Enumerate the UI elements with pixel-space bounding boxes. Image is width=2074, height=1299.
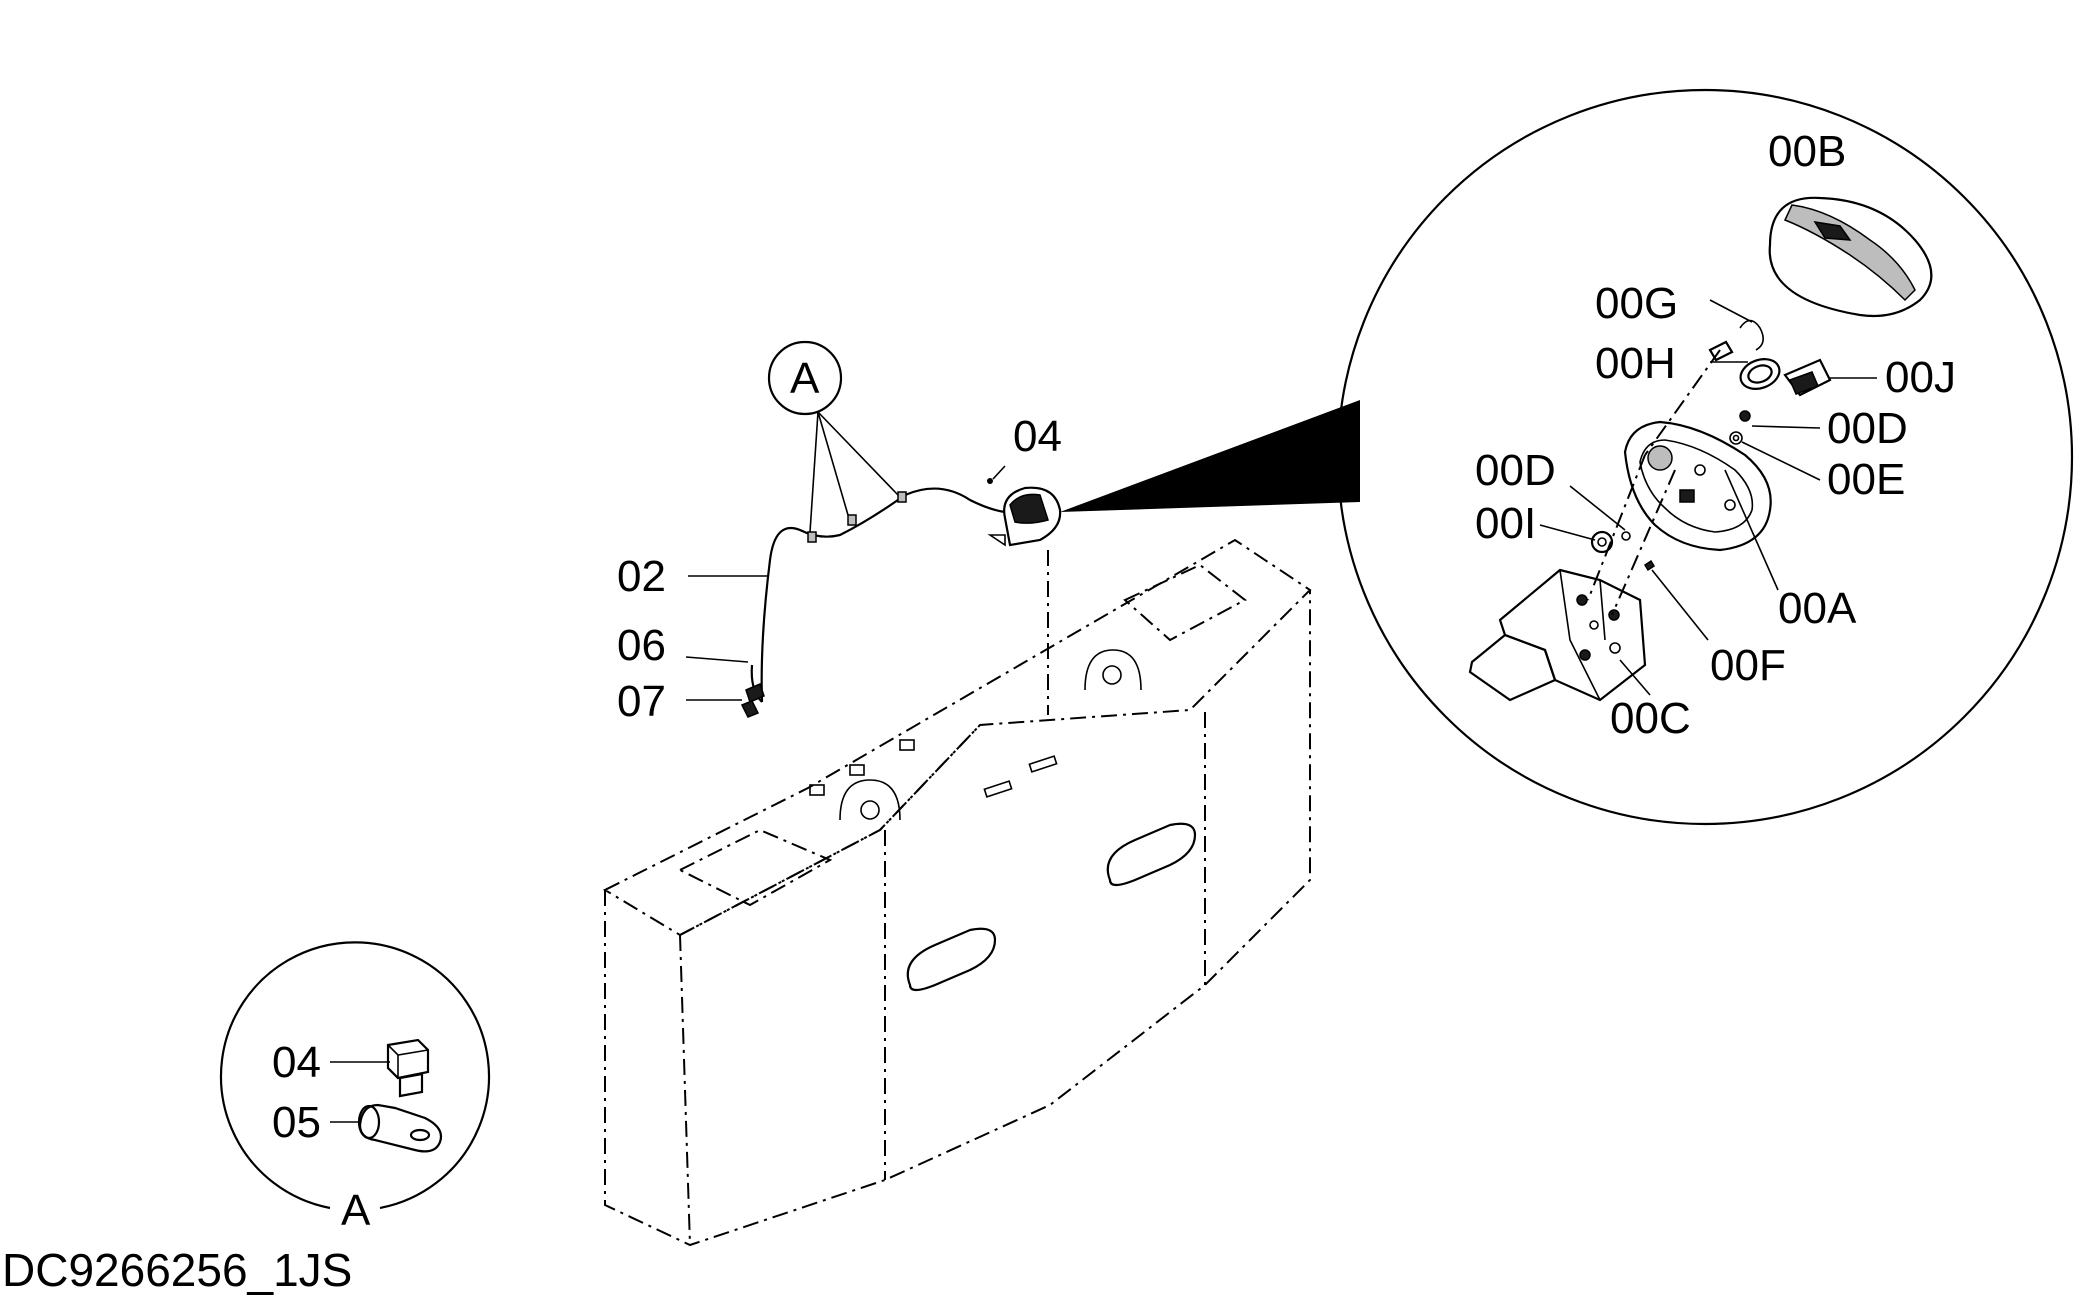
main-labels: A 02 04 06 07: [617, 354, 1062, 726]
lamp-housing: [1623, 420, 1772, 552]
label-00E: 00E: [1827, 455, 1905, 504]
harness-assembly: [740, 478, 1062, 718]
work-lamp-small: [987, 486, 1062, 547]
detail-a-label-04: 04: [272, 1038, 321, 1087]
lamp-connector: [1783, 358, 1832, 397]
label-07: 07: [617, 677, 666, 726]
bolt-04: [386, 1038, 430, 1098]
label-00D-left: 00D: [1475, 446, 1556, 495]
diagram-id: DC9266256_1JS: [2, 1244, 352, 1296]
label-00F: 00F: [1710, 641, 1786, 690]
counterweight: [602, 538, 1312, 1247]
detail-a-title: A: [341, 1186, 371, 1235]
label-00D-right: 00D: [1827, 404, 1908, 453]
label-02: 02: [617, 552, 666, 601]
label-00G: 00G: [1595, 279, 1678, 328]
label-06: 06: [617, 621, 666, 670]
label-00J: 00J: [1885, 353, 1956, 402]
main-leaders: [685, 340, 1006, 701]
label-04-top: 04: [1013, 412, 1062, 461]
label-00H: 00H: [1595, 339, 1676, 388]
lamp-lens: [1768, 196, 1933, 318]
label-00I: 00I: [1475, 499, 1536, 548]
callout-a-label: A: [790, 354, 820, 403]
detail-a-circle: [219, 941, 491, 1210]
detail-a-label-05: 05: [272, 1098, 321, 1147]
label-00B: 00B: [1768, 127, 1846, 176]
lamp-detail-labels: 00B 00G 00H 00J 00D 00E 00D 00I 00A 00F …: [1475, 127, 1956, 743]
lamp-bracket: [1468, 568, 1647, 702]
detail-pointer: [1060, 400, 1360, 512]
detail-a-labels: 04 05 A: [272, 1038, 371, 1235]
label-00C: 00C: [1610, 694, 1691, 743]
label-00A: 00A: [1778, 584, 1857, 633]
clamp-05: [357, 1103, 443, 1153]
lamp-detail-circle: [1336, 88, 2074, 826]
